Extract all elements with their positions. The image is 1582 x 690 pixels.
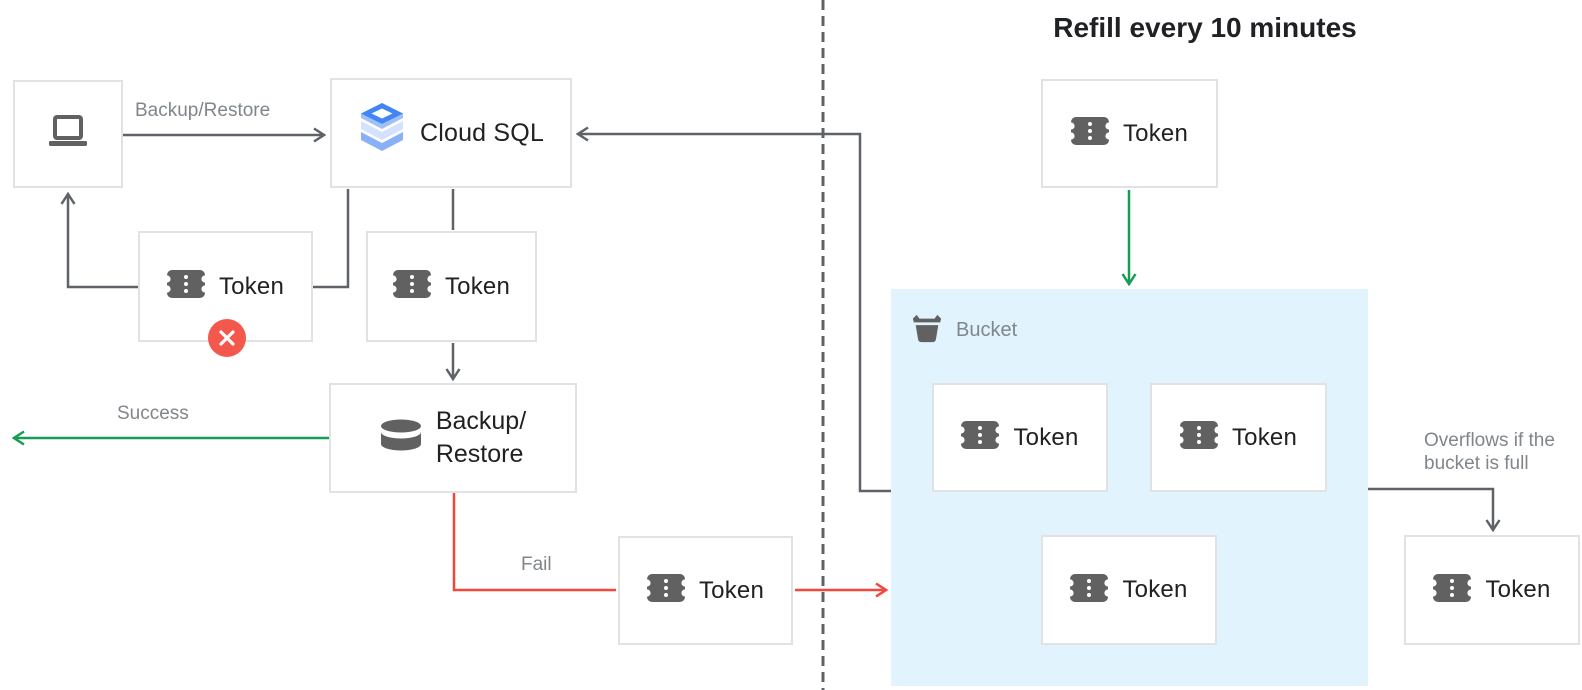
token-node-overflow: Token (1404, 535, 1580, 645)
ticket-token-icon (1067, 117, 1113, 150)
ticket-token-icon (957, 421, 1004, 454)
token-label: Token (1485, 576, 1551, 603)
backup-restore-label: Backup/ Restore (436, 405, 526, 471)
bucket-icon (911, 313, 943, 348)
token-node-refill: Token (1041, 79, 1218, 188)
overflow-label-line1: Overflows if the (1424, 430, 1555, 451)
token-node-bucket-2: Token (1150, 383, 1327, 492)
bucket-label: Bucket (956, 319, 1018, 341)
token-label: Token (444, 272, 511, 300)
bucket-header: Bucket (911, 313, 1017, 348)
cloud-sql-icon (358, 102, 406, 164)
edge-label-success: Success (117, 403, 189, 424)
client-node (13, 80, 123, 188)
edge-label-overflow: Overflows if the bucket is full (1424, 429, 1555, 475)
backup-restore-node: Backup/ Restore (329, 383, 577, 493)
x-icon (219, 330, 235, 346)
token-node-cloudsql: Token (366, 231, 537, 342)
edge-bucket-overflow (1368, 487, 1493, 529)
edge-label-backup-restore: Backup/Restore (135, 100, 271, 121)
ticket-token-icon (1429, 573, 1476, 607)
cloud-sql-node: Cloud SQL (330, 78, 572, 188)
token-label: Token (218, 272, 285, 300)
token-node-fail: Token (618, 536, 793, 645)
overflow-label-line2: bucket is full (1424, 453, 1529, 474)
ticket-token-icon (1176, 421, 1222, 454)
ticket-token-icon (163, 270, 209, 303)
edge-label-fail: Fail (521, 554, 552, 575)
token-label: Token (1122, 119, 1189, 147)
edge-bucket-to-cloudsql (579, 134, 891, 493)
red-x-badge (208, 319, 246, 357)
ticket-token-icon (389, 270, 435, 303)
token-label: Token (698, 576, 765, 604)
token-node-bucket-3: Token (1041, 535, 1217, 645)
edge-token-to-client (68, 195, 138, 289)
laptop-icon (46, 114, 90, 155)
cloud-sql-label: Cloud SQL (419, 118, 545, 147)
ticket-token-icon (643, 574, 689, 607)
edge-token-to-cloudsql-connector (313, 189, 350, 289)
ticket-token-icon (1066, 573, 1113, 607)
backup-restore-label-line2: Restore (435, 440, 524, 468)
token-label: Token (1122, 576, 1188, 603)
token-label: Token (1013, 423, 1079, 451)
database-cylinder-icon (380, 419, 422, 458)
token-node-bucket-1: Token (932, 383, 1108, 492)
backup-restore-label-line1: Backup/ (435, 407, 527, 435)
token-label: Token (1231, 423, 1298, 451)
page-title: Refill every 10 minutes (1053, 12, 1357, 43)
